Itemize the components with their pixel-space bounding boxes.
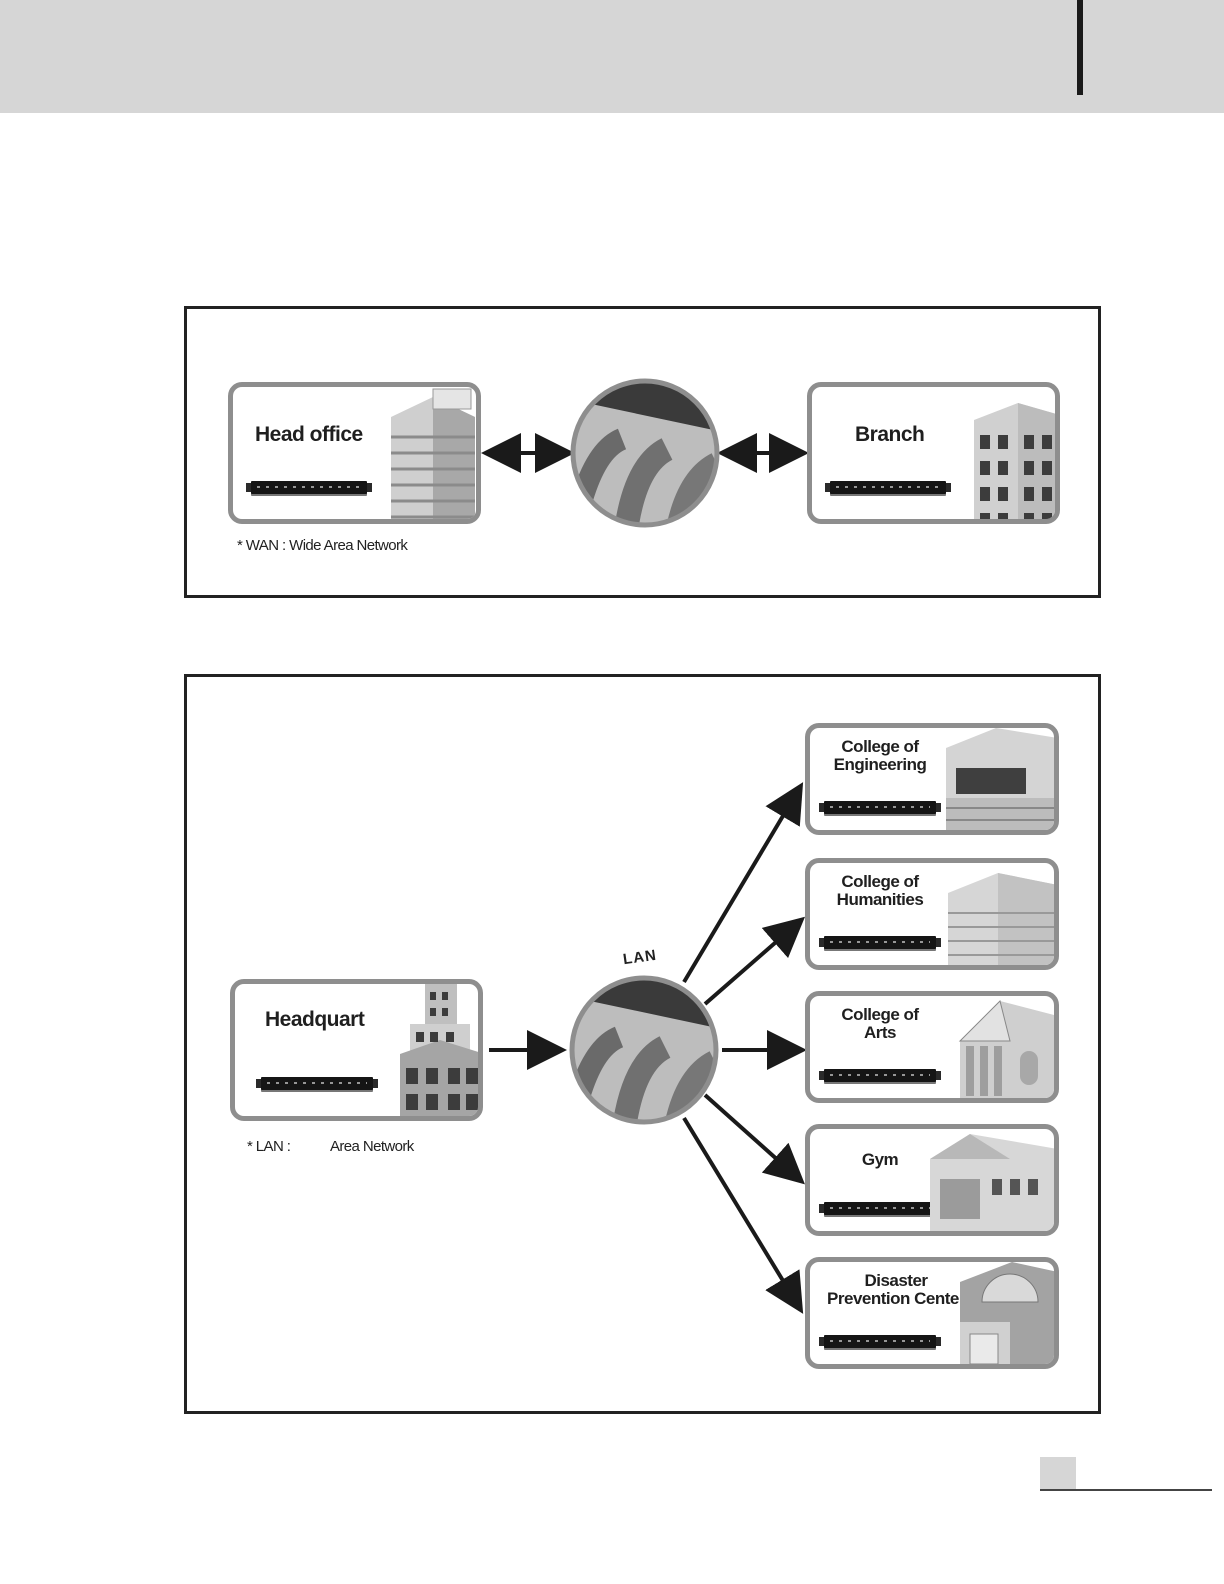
head-office-card: Head office	[228, 382, 481, 524]
site-title-line2: Prevention Center	[818, 1290, 974, 1308]
site-title-humanities: College of Humanities	[818, 873, 942, 909]
site-card-humanities: College of Humanities	[805, 858, 1059, 970]
site-title-line2: Humanities	[818, 891, 942, 909]
site-title-line1: Disaster	[818, 1272, 974, 1290]
building-icon	[383, 387, 481, 524]
rack-unit-icon	[261, 1077, 373, 1090]
header-marker	[1077, 0, 1083, 95]
lan-footnote-suffix: Area Network	[330, 1138, 414, 1155]
site-title-line1: College of	[818, 738, 942, 756]
building-icon	[974, 395, 1060, 524]
wan-footnote: * WAN : Wide Area Network	[237, 537, 407, 554]
lan-footnote-prefix: * LAN :	[247, 1138, 290, 1155]
building-icon	[930, 1129, 1058, 1235]
site-title-disaster: Disaster Prevention Center	[818, 1272, 974, 1308]
site-title-line1: College of	[818, 873, 942, 891]
site-title-line2: Arts	[818, 1024, 942, 1042]
rack-unit-icon	[830, 481, 946, 494]
building-icon	[950, 996, 1058, 1102]
site-title-engineering: College of Engineering	[818, 738, 942, 774]
building-icon	[946, 728, 1058, 834]
page-number-box	[1040, 1457, 1076, 1490]
rack-unit-icon	[824, 1335, 936, 1348]
rack-unit-icon	[824, 936, 936, 949]
site-title-line2: Engineering	[818, 756, 942, 774]
rack-unit-icon	[824, 801, 936, 814]
headquart-title: Headquart	[265, 1008, 364, 1032]
building-icon	[400, 984, 483, 1121]
network-cable-icon	[565, 956, 730, 1132]
rack-unit-icon	[824, 1069, 936, 1082]
building-icon	[948, 863, 1058, 969]
site-title-gym: Gym	[818, 1151, 942, 1169]
site-card-engineering: College of Engineering	[805, 723, 1059, 835]
branch-card: Branch	[807, 382, 1060, 524]
lan-arrow-gym	[705, 1095, 799, 1179]
site-card-gym: Gym	[805, 1124, 1059, 1236]
page-header-band	[0, 0, 1224, 113]
site-title-arts: College of Arts	[818, 1006, 942, 1042]
rack-unit-icon	[251, 481, 367, 494]
lan-diagram-frame: LAN Headquart * LAN : Area Network Colle…	[184, 674, 1101, 1414]
building-icon	[952, 1262, 1058, 1368]
lan-arrow-humanities	[705, 922, 799, 1004]
wan-diagram-frame: Head office Branch	[184, 306, 1101, 598]
branch-title: Branch	[855, 423, 924, 447]
site-title-line1: College of	[818, 1006, 942, 1024]
head-office-title: Head office	[255, 423, 363, 447]
lan-arrow-disaster	[684, 1118, 799, 1307]
headquart-card: Headquart	[230, 979, 483, 1121]
site-title-line1: Gym	[818, 1151, 942, 1169]
rack-unit-icon	[824, 1202, 936, 1215]
page-footer-rule	[1040, 1489, 1212, 1491]
network-cable-icon	[565, 359, 730, 534]
lan-arrow-engineering	[684, 789, 799, 982]
site-card-arts: College of Arts	[805, 991, 1059, 1103]
site-card-disaster: Disaster Prevention Center	[805, 1257, 1059, 1369]
